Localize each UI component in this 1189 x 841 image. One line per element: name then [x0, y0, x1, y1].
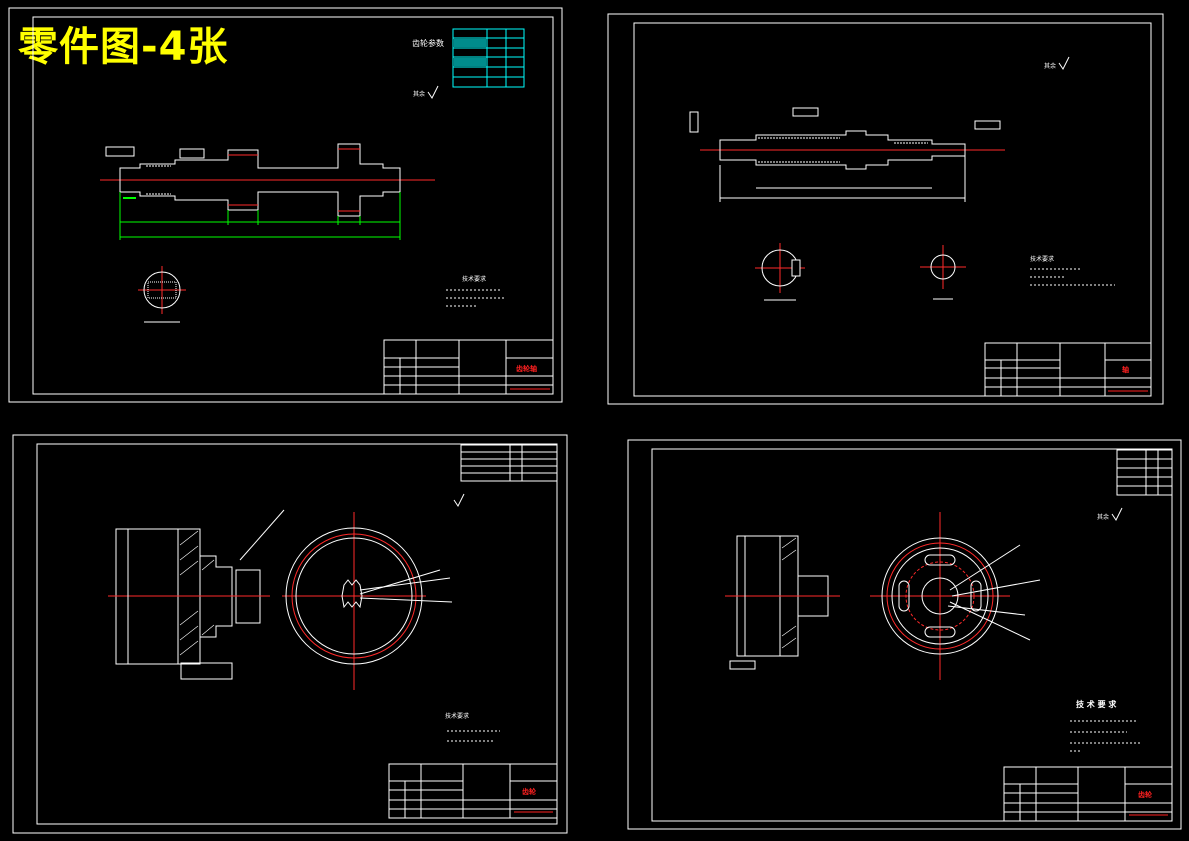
- gear-parameter-table-4: [1116, 449, 1173, 496]
- title-block-mark-3: 齿轮: [522, 787, 536, 796]
- notes-title-2: 技术要求: [1030, 255, 1054, 263]
- title-block-mark-1: 齿轮轴: [516, 364, 537, 373]
- large-gear-title-block: 齿轮: [1003, 766, 1173, 822]
- gear-parameter-table: 齿轮参数: [412, 28, 525, 88]
- roughness-note-2: 其余: [1044, 62, 1056, 70]
- large-gear-section-view: [725, 535, 840, 670]
- gear-shaft-sheet: 齿轮参数 其余: [8, 7, 563, 403]
- roughness-note-4: 其余: [1097, 513, 1109, 521]
- gear-shaft-main-view: [100, 143, 435, 240]
- shaft-sheet: 其余 技术要求: [607, 13, 1164, 405]
- shaft-title-block: 轴: [984, 342, 1152, 397]
- title-block-mark-4: 齿轮: [1138, 790, 1152, 799]
- gear-notes: 技术要求: [445, 712, 500, 742]
- notes-title-4: 技 术 要 求: [1076, 699, 1117, 709]
- gear-parameter-table-3: [460, 444, 558, 482]
- gear-shaft-notes: 技术要求: [446, 275, 505, 307]
- shaft-main-view: [689, 107, 1005, 202]
- headline-title: 零件图-4张: [18, 24, 229, 70]
- gear-title-block: 齿轮: [388, 763, 558, 819]
- gear-shaft-section-view: [138, 266, 186, 323]
- shaft-notes: 技术要求: [1030, 255, 1115, 286]
- notes-title-1: 技术要求: [462, 275, 486, 283]
- large-gear-sheet: 其余: [627, 439, 1182, 830]
- gear-sheet: 技术要求 齿轮: [12, 434, 568, 834]
- shaft-section-views: [755, 243, 966, 301]
- gear-table-title: 齿轮参数: [412, 38, 444, 48]
- gear-front-view: [282, 512, 453, 690]
- gear-shaft-title-block: 齿轮轴: [383, 339, 554, 395]
- roughness-note-1: 其余: [413, 90, 425, 98]
- gear-section-view: [108, 509, 285, 680]
- notes-title-3: 技术要求: [445, 712, 469, 720]
- large-gear-notes: 技 术 要 求: [1070, 699, 1140, 752]
- title-block-mark-2: 轴: [1122, 365, 1129, 374]
- large-gear-front-view: [870, 512, 1041, 680]
